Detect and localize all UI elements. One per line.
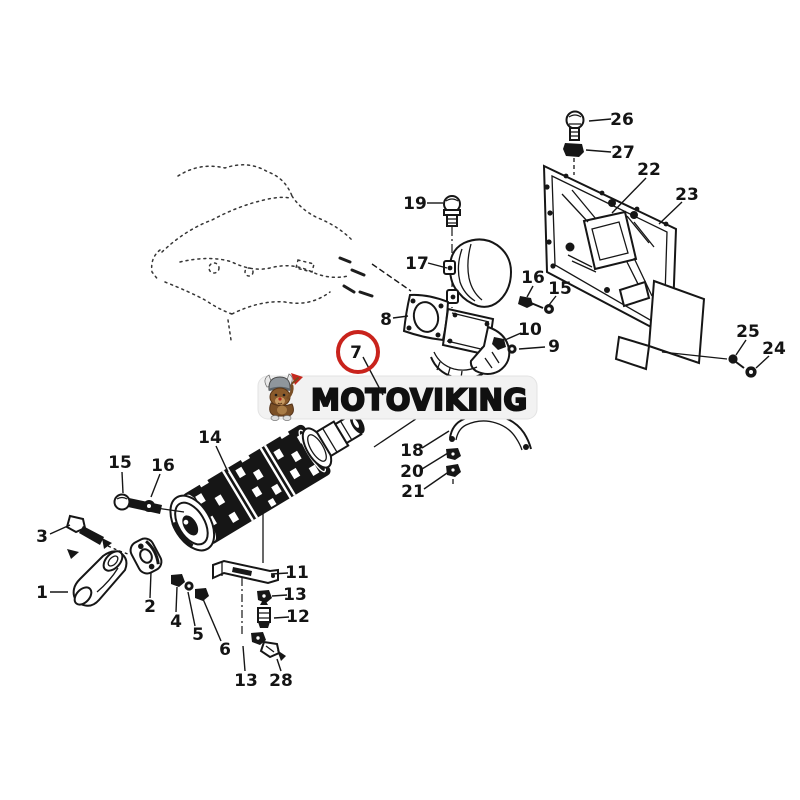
leader-line-28: [276, 658, 282, 672]
leader-line-24: [755, 355, 770, 369]
leader-line-21: [423, 470, 451, 490]
part-label-23: 23: [675, 185, 699, 205]
leader-line-3: [49, 524, 71, 535]
leader-line-20: [421, 452, 449, 470]
leader-line-14: [215, 445, 229, 473]
bolt-part26: [565, 110, 585, 141]
leader-line-13: [271, 594, 288, 597]
part-label-17: 17: [405, 254, 429, 274]
watermark: MOTOVIKING: [257, 373, 538, 421]
nut-part24: [745, 366, 757, 378]
bolt-part12: [257, 598, 271, 628]
leader-line-23: [658, 201, 683, 225]
washer-part5: [184, 581, 194, 591]
bolt-part25: [728, 354, 745, 369]
nut-part21: [446, 464, 461, 484]
bolt-part3: [65, 514, 129, 559]
leader-line-8: [392, 315, 409, 319]
part-label-21: 21: [401, 482, 425, 502]
leader-line-22: [611, 177, 647, 214]
part-label-1: 1: [36, 583, 48, 603]
part-label-15: 15: [108, 453, 132, 473]
nut-part20: [446, 448, 461, 460]
part-label-2: 2: [144, 597, 156, 617]
part-label-13: 13: [234, 671, 258, 691]
leader-line-2: [149, 571, 152, 599]
bolt-part19: [443, 195, 461, 308]
part-label-15: 15: [548, 279, 572, 299]
part-label-16: 16: [151, 456, 175, 476]
bolt-part10: [492, 337, 506, 350]
part-label-12: 12: [286, 607, 310, 627]
muffler-end-cap: [169, 494, 216, 552]
gasket-part8: [402, 293, 450, 342]
leader-line-6: [202, 598, 222, 642]
nut-part4: [171, 574, 185, 587]
leader-line-11: [270, 572, 289, 575]
part-label-5: 5: [192, 625, 204, 645]
part-label-19: 19: [403, 194, 427, 214]
flange-part2: [129, 537, 163, 575]
highlight-circle-part7: 7: [336, 330, 384, 396]
side-flap-panel: [614, 279, 728, 371]
part-label-14: 14: [198, 428, 222, 448]
bracket-part11: [212, 559, 279, 636]
bolt-part28: [259, 640, 286, 661]
highlight-red-circle: [336, 330, 380, 374]
leader-line-26: [588, 118, 612, 122]
leader-line-9: [518, 346, 546, 350]
heat-shield-part17: [443, 238, 513, 308]
leader-line-27: [585, 149, 612, 153]
part-label-18: 18: [400, 441, 424, 461]
washer-part9: [507, 344, 517, 354]
bracket-part22: [561, 189, 655, 308]
leader-line-15: [121, 471, 124, 494]
part-label-13: 13: [283, 585, 307, 605]
leader-line-7: [362, 356, 384, 396]
leader-line-13: [242, 645, 246, 672]
muffler-part14: [169, 413, 365, 563]
bolt-part16-upper: [518, 296, 544, 309]
clamp-part18: [449, 412, 532, 451]
leader-line-12: [273, 616, 290, 619]
part-label-9: 9: [548, 337, 560, 357]
nut-part6: [195, 588, 209, 601]
leader-line-5: [187, 591, 196, 627]
leader-line-16: [150, 473, 161, 498]
leader-line-4: [175, 586, 178, 613]
part-label-7: 7: [350, 343, 362, 363]
part-label-27: 27: [611, 143, 635, 163]
part-label-11: 11: [285, 563, 309, 583]
part-label-16: 16: [521, 268, 545, 288]
engine-outline-sketch: [150, 164, 412, 341]
part-label-25: 25: [736, 322, 760, 342]
washer-part15-upper: [544, 304, 554, 314]
part-label-4: 4: [170, 612, 182, 632]
leader-line-16: [526, 285, 534, 298]
part-label-3: 3: [36, 527, 48, 547]
nut-part13-lower: [251, 632, 266, 645]
nut-part13-upper: [257, 590, 272, 603]
watermark-text: MOTOVIKING: [311, 383, 528, 417]
tail-pipe-part1: [72, 550, 128, 607]
washer-part16-lower: [143, 500, 185, 513]
part-label-22: 22: [637, 160, 661, 180]
leader-line-17: [427, 262, 448, 269]
leader-line-15: [548, 295, 557, 306]
part-label-26: 26: [610, 110, 634, 130]
nut-part27: [563, 143, 584, 175]
part-label-8: 8: [380, 310, 392, 330]
bolt-part15-lower: [113, 493, 162, 514]
leader-line-25: [735, 339, 747, 356]
part-label-24: 24: [762, 339, 786, 359]
part-label-6: 6: [219, 640, 231, 660]
part-label-10: 10: [518, 320, 542, 340]
part-label-20: 20: [400, 462, 424, 482]
viking-dog-mascot-icon: [264, 373, 303, 421]
part-label-28: 28: [269, 671, 293, 691]
leader-line-18: [421, 430, 450, 449]
leader-line-10: [504, 332, 522, 341]
